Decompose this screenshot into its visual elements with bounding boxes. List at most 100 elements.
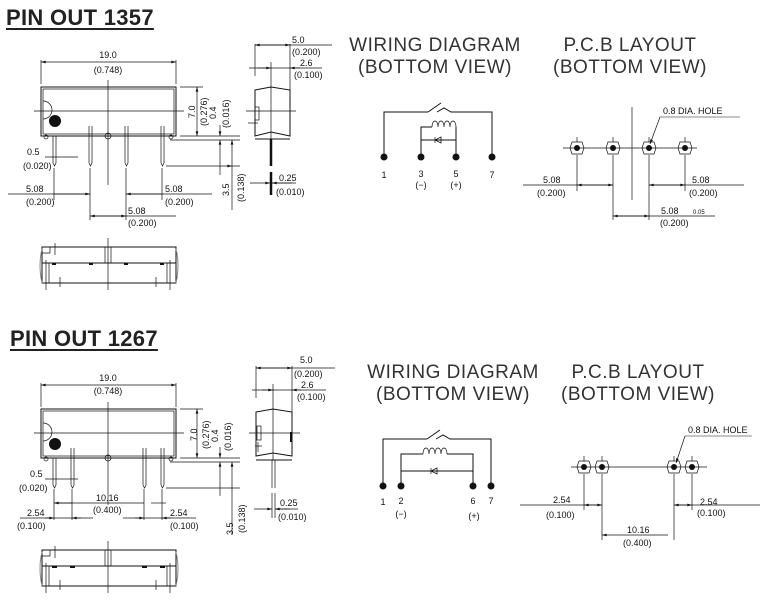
diode-icon [430, 467, 438, 475]
pcb-heading-line2: (BOTTOM VIEW) [553, 57, 707, 78]
pcb-dim-mm: 5.08 [661, 206, 679, 216]
dim-standoff-mm: 0.4 [210, 429, 220, 442]
top-view-1357 [39, 238, 179, 290]
pcb-dim-mm: 5.08 [692, 175, 710, 185]
dim-pitch-right-mm: 2.54 [170, 508, 188, 518]
coil-icon [422, 447, 448, 455]
dim-height-mm: 7.0 [189, 428, 199, 441]
pcb-heading-line2: (BOTTOM VIEW) [561, 384, 715, 405]
pin1-marker [49, 438, 61, 450]
dim-leadthk-mm: 0.25 [280, 498, 298, 508]
side-view-1267: 5.0 (0.200) 2.6 (0.100) 0.25 (0.010) [249, 355, 335, 522]
dim-pitch-mid-mm: 10.16 [96, 493, 119, 503]
pin-label: 5 [453, 169, 458, 179]
front-view-1357: 19.0 (0.748) 0.5 (0.020) 5.08 (0.200) [8, 50, 246, 228]
dim-pitch-mid-in: (0.200) [128, 218, 157, 228]
pcb-heading-1267: P.C.B LAYOUT (BOTTOM VIEW) [553, 362, 723, 406]
dim-pitch-mid-in: (0.400) [93, 505, 122, 515]
dim-pinwidth-in: (0.020) [23, 161, 52, 171]
pcb-pads-1267 [576, 456, 700, 474]
dim-leadlen-mm: 3.5 [221, 183, 231, 196]
dim-pitch-right-in: (0.200) [165, 197, 194, 207]
pcb-dim-mm: 5.08 [543, 175, 561, 185]
polarity-neg: (−) [415, 180, 426, 190]
pcb-dim-in: (0.100) [546, 510, 575, 520]
dim-pitch-left-mm: 5.08 [26, 184, 44, 194]
top-view-1267 [39, 541, 179, 593]
dim-length-in: (0.748) [94, 386, 123, 396]
dim-pinwidth-mm: 0.5 [30, 469, 43, 479]
dim-row-mm: 2.6 [301, 380, 314, 390]
dim-leadlen-in: (0.138) [237, 504, 247, 533]
dim-standoff-in: (0.016) [221, 99, 231, 128]
dim-pitch-left-mm: 2.54 [27, 508, 45, 518]
pin-label: 7 [488, 496, 493, 506]
dim-standoff-mm: 0.4 [208, 106, 218, 119]
pcb-pads-1357 [569, 137, 693, 155]
pins-1267 [52, 448, 165, 489]
pin-label: 2 [398, 496, 403, 506]
dim-pitch-left-in: (0.200) [26, 197, 55, 207]
dim-standoff-in: (0.016) [223, 422, 233, 451]
dim-width-in: (0.200) [294, 369, 323, 379]
pcb-dim-in: (0.200) [537, 188, 566, 198]
dim-row-mm: 2.6 [300, 58, 313, 68]
pcb-dim-mm: 2.54 [700, 497, 718, 507]
pcb-dim-in: (0.200) [660, 218, 689, 228]
dim-height-mm: 7.0 [187, 105, 197, 118]
pin-label: 6 [470, 496, 475, 506]
pin-label: 7 [489, 170, 494, 180]
wiring-heading-line2: (BOTTOM VIEW) [358, 57, 512, 78]
dim-pinwidth-in: (0.020) [19, 483, 48, 493]
hole-label: 0.8 DIA. HOLE [663, 106, 723, 116]
dim-height-in: (0.276) [199, 97, 209, 126]
dim-row-in: (0.100) [294, 70, 323, 80]
wiring-diagram-1357: 1 3 5 7 (−) (+) [380, 102, 496, 190]
section-title-1267: PIN OUT 1267 [10, 326, 158, 351]
dim-width-mm: 5.0 [300, 355, 313, 365]
diode-icon [434, 136, 442, 144]
pcb-dim-mm: 10.16 [627, 525, 650, 535]
dim-leadthk-in: (0.010) [276, 187, 305, 197]
front-view-1267: 19.0 (0.748) 0.5 (0.020) 10.16 (0.400) [17, 373, 247, 535]
polarity-pos: (+) [468, 511, 479, 521]
wiring-heading-line1: WIRING DIAGRAM [349, 35, 521, 56]
wiring-diagram-1267: 1 2 6 7 (−) (+) [379, 429, 495, 521]
pcb-dim-mm: 2.54 [553, 495, 571, 505]
dim-length-mm: 19.0 [99, 373, 117, 383]
hole-label: 0.8 DIA. HOLE [688, 425, 748, 435]
pin1-marker [49, 115, 61, 127]
coil-icon [431, 120, 457, 128]
dim-width-mm: 5.0 [292, 35, 305, 45]
wiring-heading-line1: WIRING DIAGRAM [367, 362, 539, 383]
wiring-heading-1357: WIRING DIAGRAM (BOTTOM VIEW) [340, 35, 530, 79]
dim-pitch-right-mm: 5.08 [165, 184, 183, 194]
wiring-heading-line2: (BOTTOM VIEW) [376, 384, 530, 405]
pcb-dim-tolerance: 0.05 [693, 210, 705, 216]
pcb-heading-line1: P.C.B LAYOUT [571, 362, 705, 383]
pin-label: 3 [418, 169, 423, 179]
pins-1357 [52, 126, 165, 167]
dim-leadthk-in: (0.010) [278, 512, 307, 522]
dim-row-in: (0.100) [297, 392, 326, 402]
dim-pitch-mid-mm: 5.08 [128, 206, 146, 216]
dim-width-in: (0.200) [292, 47, 321, 57]
dim-length-mm: 19.0 [99, 50, 117, 60]
dim-length-in: (0.748) [94, 65, 123, 75]
pcb-heading-line1: P.C.B LAYOUT [563, 35, 697, 56]
wiring-heading-1267: WIRING DIAGRAM (BOTTOM VIEW) [358, 362, 548, 406]
dim-height-in: (0.276) [201, 420, 211, 449]
side-view-1357: 5.0 (0.200) 2.6 (0.100) 0.25 (0.010) [246, 35, 332, 197]
section-title-1357: PIN OUT 1357 [6, 5, 154, 30]
pcb-dim-in: (0.400) [623, 538, 652, 548]
pin-label: 1 [381, 170, 386, 180]
dim-leadlen-in: (0.138) [236, 173, 246, 202]
pcb-dim-in: (0.200) [689, 188, 718, 198]
pin-label: 1 [380, 497, 385, 507]
dim-pinwidth-mm: 0.5 [27, 147, 40, 157]
pcb-layout-1357: 0.8 DIA. HOLE 5.08 (0.200) 5.08 (0.200) … [523, 106, 744, 228]
pcb-dim-in: (0.100) [697, 508, 726, 518]
polarity-pos: (+) [450, 180, 461, 190]
polarity-neg: (−) [395, 509, 406, 519]
